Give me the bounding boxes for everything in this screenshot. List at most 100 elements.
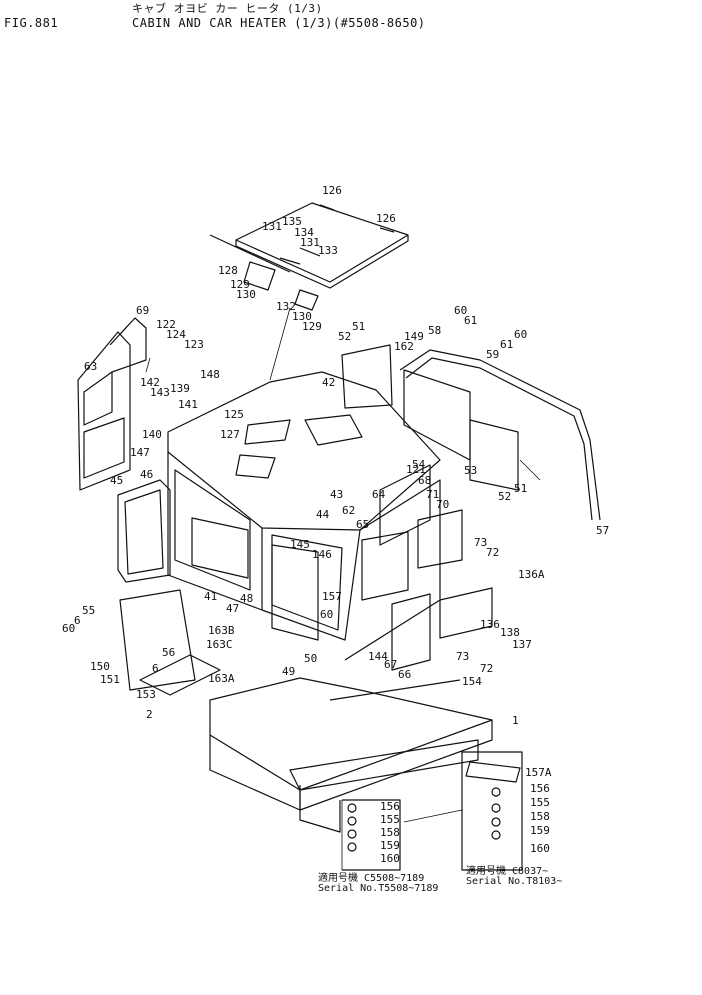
callout-128: 128 [218,264,238,277]
callout-73: 73 [474,536,487,549]
callout-2: 2 [146,708,153,721]
detail-right-item-155: 155 [530,796,550,809]
detail-right-item-159: 159 [530,824,550,837]
callout-129: 129 [230,278,250,291]
callout-150: 150 [90,660,110,673]
callout-121: 121 [406,463,426,476]
callout-132: 132 [276,300,296,313]
callout-163C: 163C [206,638,233,651]
callout-57: 57 [596,524,609,537]
callout-135: 135 [282,215,302,228]
title-english: CABIN AND CAR HEATER (1/3)(#5508-8650) [132,16,426,30]
callout-55: 55 [82,604,95,617]
detail-left-item-156: 156 [380,800,400,813]
callout-6: 6 [74,614,81,627]
leader-lines [145,307,541,870]
callout-126: 126 [322,184,342,197]
callout-72: 72 [480,662,493,675]
callout-140: 140 [142,428,162,441]
callout-61: 61 [464,314,477,327]
callout-141: 141 [178,398,198,411]
callout-142: 142 [140,376,160,389]
callout-149: 149 [404,330,424,343]
callout-136A: 136A [518,568,545,581]
callout-138: 138 [500,626,520,639]
callout-73: 73 [456,650,469,663]
callout-64: 64 [372,488,386,501]
callout-60: 60 [514,328,527,341]
detail-left-item-160: 160 [380,852,400,865]
detail-left-item-158: 158 [380,826,400,839]
callout-148: 148 [200,368,220,381]
title-japanese: キャブ オヨビ カー ヒータ (1/3) [132,2,323,15]
callout-71: 71 [426,488,439,501]
callout-60: 60 [320,608,333,621]
callout-45: 45 [110,474,123,487]
detail-box-right [461,751,523,871]
callout-124: 124 [166,328,186,341]
floor-frame [119,589,493,833]
callout-145: 145 [290,538,310,551]
callout-131: 131 [262,220,282,233]
detail-left-caption-jp: 適用号機 C5508~7189 [318,873,425,884]
callout-41: 41 [204,590,217,603]
callout-130: 130 [236,288,256,301]
callout-48: 48 [240,592,253,605]
callout-68: 68 [418,474,431,487]
callout-129: 129 [302,320,322,333]
callout-151: 151 [100,673,120,686]
detail-right-item-160: 160 [530,842,550,855]
callout-44: 44 [316,508,330,521]
callout-58: 58 [428,324,441,337]
callout-49: 49 [282,665,295,678]
right-windows [341,344,519,671]
callout-137: 137 [512,638,532,651]
callout-42: 42 [322,376,335,389]
figure-number: FIG.881 [4,16,59,30]
callout-61: 61 [500,338,513,351]
callout-46: 46 [140,468,153,481]
detail-left-item-155: 155 [380,813,400,826]
callout-60: 60 [62,622,75,635]
callout-130: 130 [292,310,312,323]
callout-153: 153 [136,688,156,701]
callout-43: 43 [330,488,343,501]
callout-127: 127 [220,428,240,441]
detail-right-caption-jp: 適用号機 C8037~ [466,866,549,877]
left-door-window [77,317,147,491]
callout-134: 134 [294,226,314,239]
callout-133: 133 [318,244,338,257]
callout-51: 51 [352,320,365,333]
callout-52: 52 [498,490,511,503]
callout-56: 56 [162,646,175,659]
detail-right-item-156: 156 [530,782,550,795]
callout-157: 157 [322,590,342,603]
callout-162: 162 [394,340,414,353]
callout-146: 146 [312,548,332,561]
callout-60: 60 [454,304,467,317]
callout-53: 53 [464,464,477,477]
callout-67: 67 [384,658,397,671]
callout-52: 52 [338,330,351,343]
callout-139: 139 [170,382,190,395]
callout-131: 131 [300,236,320,249]
callout-6: 6 [152,662,159,675]
callout-65: 65 [356,518,369,531]
callout-126: 126 [376,212,396,225]
cabin-body [167,371,441,661]
callout-66: 66 [398,668,411,681]
callout-125: 125 [224,408,244,421]
detail-right-caption-serial: Serial No.T8103~ [466,876,563,887]
detail-right-item-158: 158 [530,810,550,823]
callout-147: 147 [130,446,150,459]
callout-144: 144 [368,650,388,663]
callout-69: 69 [136,304,149,317]
callout-70: 70 [436,498,449,511]
callout-63: 63 [84,360,97,373]
callout-154: 154 [462,675,482,688]
left-glass-panels [117,479,319,641]
detail-right-item-157A: 157A [525,766,552,779]
callout-163B: 163B [208,624,235,637]
